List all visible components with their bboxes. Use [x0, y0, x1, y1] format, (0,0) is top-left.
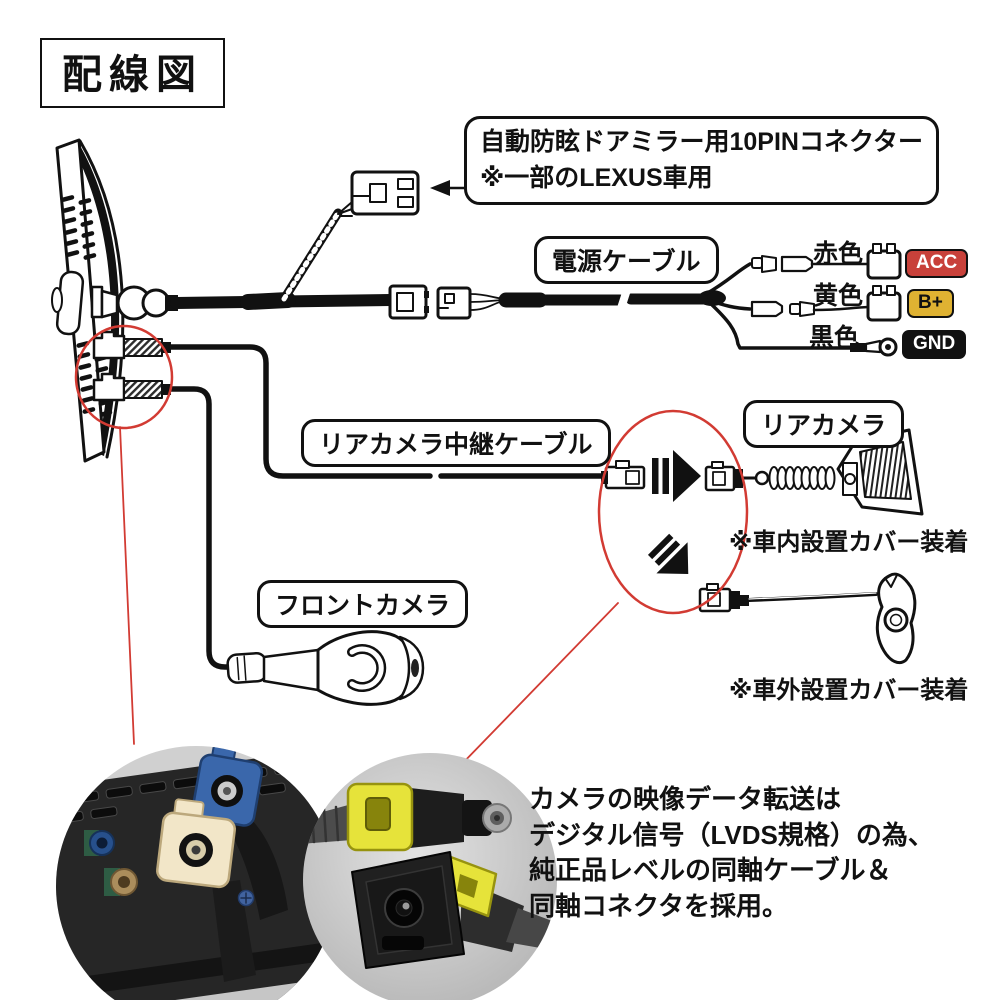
page-title: 配線図 [40, 38, 225, 108]
description-line-1: カメラの映像データ転送は [529, 784, 842, 814]
front-camera-illustration [226, 630, 425, 706]
description-line-4: 同軸コネクタを採用。 [529, 890, 788, 921]
page-title-text: 配線図 [62, 52, 203, 97]
highlight-ellipse-connectors [597, 409, 749, 615]
interior-cover-note: ※車内設置カバー装着 [729, 529, 969, 556]
highlight-annotations [74, 324, 749, 769]
lvds-description: カメラの映像データ転送は デジタル信号（LVDS規格）の為、 純正品レベルの同軸… [529, 782, 934, 924]
wire-label-yellow: 黄色 [813, 282, 864, 310]
power-cable-illustration [170, 170, 902, 357]
callout-arrow-left-icon [430, 180, 470, 196]
acc-badge: ACC [905, 249, 969, 278]
power-connector-pair [388, 284, 509, 320]
rear-camera-label: リアカメラ [743, 400, 905, 448]
wire-label-red: 赤色 [813, 240, 864, 268]
highlight-circle-monitor-ports [74, 324, 174, 430]
connect-arrow-diagonal-icon [647, 533, 689, 575]
camera-cables-illustration [92, 330, 607, 670]
power-cable-label: 電源ケーブル [534, 236, 719, 284]
10pin-note-line1: 自動防眩ドアミラー用10PINコネクター [480, 128, 923, 156]
exterior-cover-note: ※車外設置カバー装着 [729, 677, 969, 704]
photo-coax-connector-pair [303, 753, 557, 1000]
relay-cable-label: リアカメラ中継ケーブル [301, 419, 611, 467]
description-line-2: デジタル信号（LVDS規格）の為、 [529, 819, 934, 850]
mirror-monitor-illustration [51, 138, 178, 463]
highlight-line-right [457, 602, 619, 769]
front-camera-label: フロントカメラ [257, 580, 469, 628]
exterior-camera-illustration [698, 572, 917, 665]
wire-label-black: 黒色 [809, 324, 860, 352]
highlight-line-left [119, 426, 135, 745]
10pin-connector [350, 170, 420, 216]
10pin-note-box: 自動防眩ドアミラー用10PINコネクター ※一部のLEXUS車用 [464, 116, 939, 205]
relay-connector-illustration [601, 460, 646, 490]
power-wire-branch [698, 243, 902, 357]
photo-monitor-back-connectors [56, 746, 336, 1000]
bplus-badge: B+ [907, 289, 954, 318]
description-line-3: 純正品レベルの同軸ケーブル＆ [529, 855, 892, 885]
gnd-badge: GND [902, 330, 967, 359]
10pin-note-line2: ※一部のLEXUS車用 [480, 163, 713, 192]
connect-arrow-right-icon [652, 450, 701, 502]
